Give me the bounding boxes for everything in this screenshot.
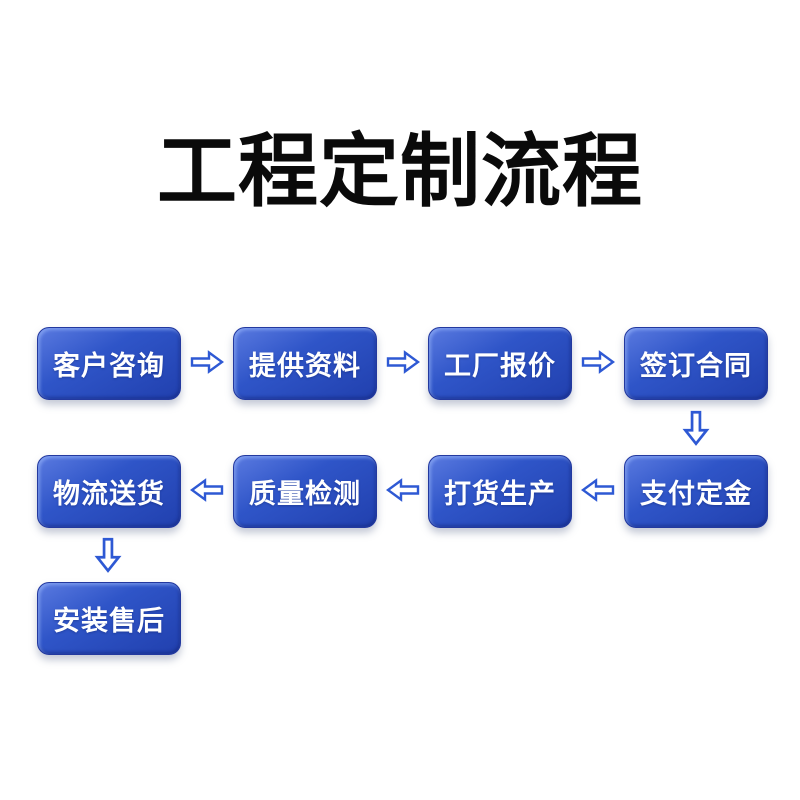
step-label: 签订合同 [640, 351, 752, 381]
step-factory-quote: 工厂报价 [428, 327, 572, 400]
step-label: 打货生产 [444, 479, 556, 509]
step-label: 提供资料 [249, 351, 361, 381]
arrow-down-icon [94, 537, 122, 573]
step-label: 支付定金 [640, 479, 752, 509]
arrow-down-icon [682, 410, 710, 446]
step-quality-inspection: 质量检测 [233, 455, 377, 528]
arrow-left-icon [386, 478, 420, 502]
step-sign-contract: 签订合同 [624, 327, 768, 400]
step-label: 物流送货 [53, 479, 165, 509]
step-label: 安装售后 [53, 606, 165, 636]
arrow-right-icon [190, 350, 224, 374]
step-label: 质量检测 [249, 479, 361, 509]
step-label: 工厂报价 [444, 351, 556, 381]
step-logistics-delivery: 物流送货 [37, 455, 181, 528]
arrow-left-icon [190, 478, 224, 502]
arrow-right-icon [581, 350, 615, 374]
arrow-right-icon [386, 350, 420, 374]
step-pay-deposit: 支付定金 [624, 455, 768, 528]
step-installation-aftersales: 安装售后 [37, 582, 181, 655]
step-customer-inquiry: 客户咨询 [37, 327, 181, 400]
step-production: 打货生产 [428, 455, 572, 528]
step-provide-materials: 提供资料 [233, 327, 377, 400]
arrow-left-icon [581, 478, 615, 502]
page-title: 工程定制流程 [157, 127, 643, 216]
step-label: 客户咨询 [53, 351, 165, 381]
